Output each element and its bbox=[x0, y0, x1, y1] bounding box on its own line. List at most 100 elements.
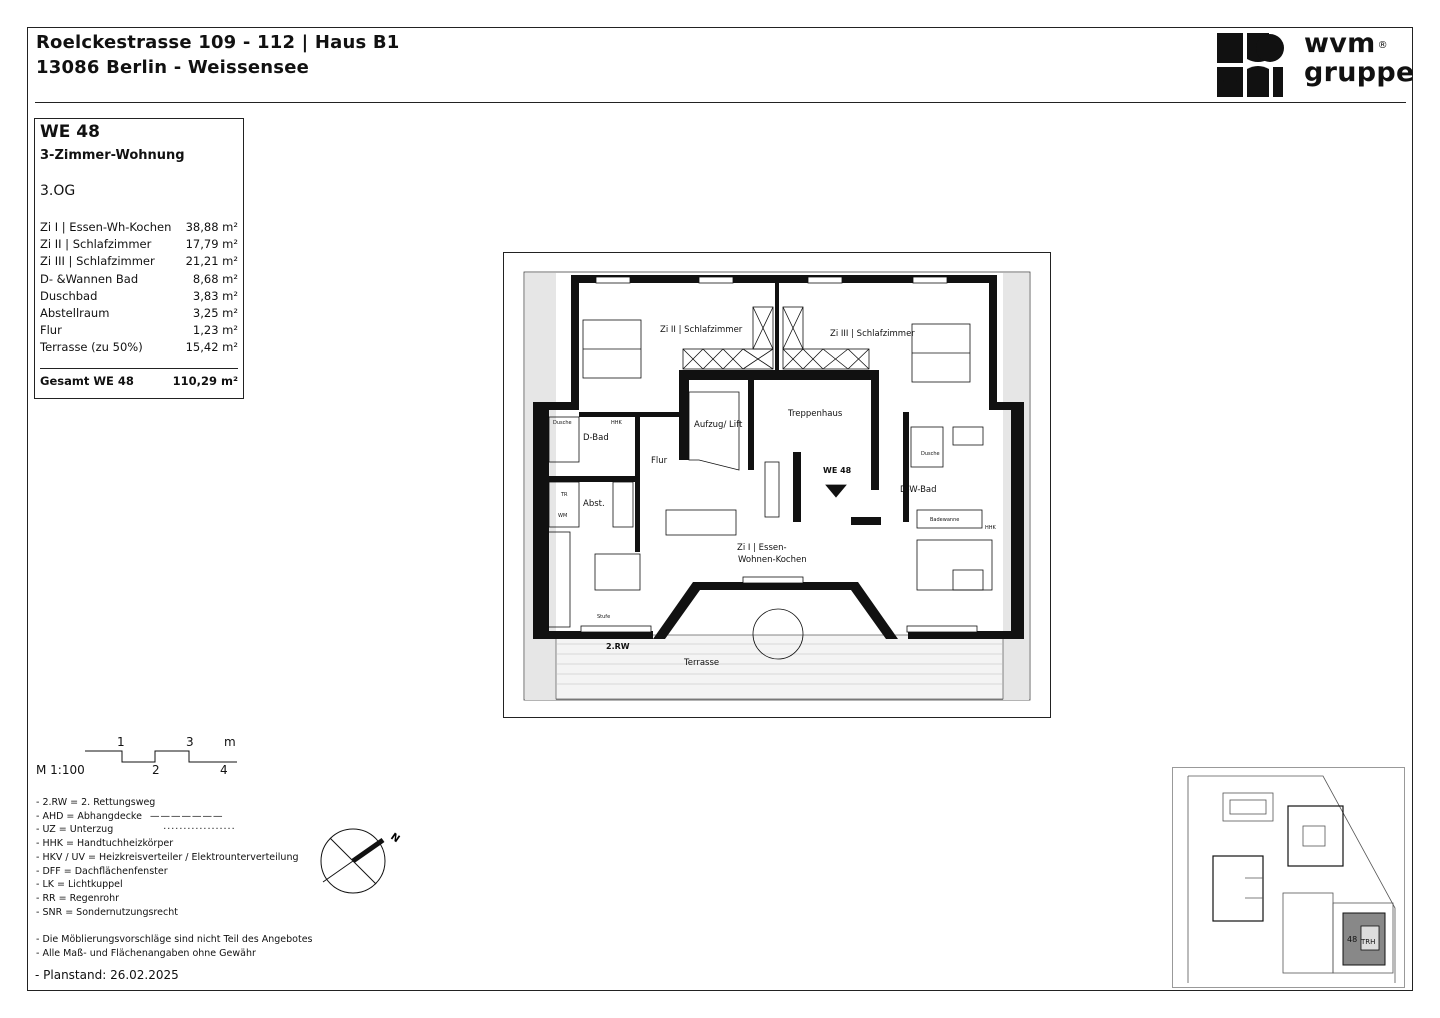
legend-item: - RR = Regenrohr bbox=[36, 892, 119, 904]
room-row: Duschbad 3,83 m² bbox=[40, 289, 238, 306]
room-name: Zi I | Essen-Wh-Kochen bbox=[40, 220, 172, 234]
room-area: 21,21 m² bbox=[185, 254, 238, 269]
legend: - 2.RW = 2. Rettungsweg - AHD = Abhangde… bbox=[36, 796, 299, 919]
address-line2: 13086 Berlin - Weissensee bbox=[36, 57, 310, 78]
room-row: Abstellraum 3,25 m² bbox=[40, 306, 238, 323]
legend-item: - LK = Lichtkuppel bbox=[36, 879, 123, 891]
room-area: 38,88 m² bbox=[185, 220, 238, 234]
unit-info-box: WE 48 3-Zimmer-Wohnung 3.OG Zi I | Essen… bbox=[34, 118, 244, 399]
room-name: Zi II | Schlafzimmer bbox=[40, 237, 152, 252]
room-row: Zi II | Schlafzimmer 17,79 m² bbox=[40, 237, 238, 254]
label-tr: TR bbox=[560, 492, 568, 498]
room-name: Duschbad bbox=[40, 288, 98, 303]
page-frame bbox=[27, 27, 1413, 991]
label-stufe: Stufe bbox=[597, 614, 610, 620]
label-terrasse: Terrasse bbox=[683, 658, 719, 668]
sofa bbox=[916, 539, 993, 591]
room-name: Abstellraum bbox=[40, 305, 110, 320]
label-rw: 2.RW bbox=[606, 642, 630, 651]
north-arrow-icon: N bbox=[320, 828, 401, 894]
shower-left bbox=[548, 416, 580, 463]
legend-item: - HHK = Handtuchheizkörper bbox=[36, 838, 174, 850]
header-divider bbox=[35, 102, 1406, 103]
label-flur: Flur bbox=[651, 456, 668, 466]
label-dwbad: D-W-Bad bbox=[900, 485, 937, 495]
scale-tick-3: 3 bbox=[186, 735, 194, 749]
scale-tick-1: 1 bbox=[117, 735, 125, 749]
legend-item: - HKV / UV = Heizkreisverteiler / Elektr… bbox=[36, 851, 299, 863]
unit-number: WE 48 bbox=[40, 122, 100, 142]
room-area: 15,42 m² bbox=[185, 340, 238, 355]
note-item: - Alle Maß- und Flächenangaben ohne Gewä… bbox=[36, 947, 256, 959]
label-zi3: Zi III | Schlafzimmer bbox=[830, 329, 915, 339]
side-table bbox=[952, 569, 984, 591]
scale-tick-2: 2 bbox=[152, 763, 160, 777]
lift bbox=[688, 391, 740, 471]
room-area: 3,25 m² bbox=[192, 305, 238, 320]
scale-unit: m bbox=[224, 735, 236, 749]
scale-label: M 1:100 bbox=[36, 763, 85, 777]
terrace-area bbox=[555, 634, 1004, 700]
notes: - Die Möblierungsvorschläge sind nicht T… bbox=[36, 933, 313, 960]
legend-item: - AHD = Abhangdecke——————— bbox=[36, 810, 224, 822]
floorplan-frame bbox=[503, 252, 1051, 718]
floorplan: Zi II | Schlafzimmer Zi III | Schlafzimm… bbox=[523, 271, 1031, 701]
terrace-table bbox=[752, 608, 804, 660]
legend-item: - DFF = Dachflächenfenster bbox=[36, 865, 168, 877]
address-block: Roelckestrasse 109 - 112 | Haus B1 13086… bbox=[36, 30, 400, 80]
room-area: 17,79 m² bbox=[185, 237, 238, 252]
logo-registered: ® bbox=[1377, 40, 1388, 51]
room-name: Zi III | Schlafzimmer bbox=[40, 254, 155, 269]
total-area: 110,29 m² bbox=[172, 374, 238, 388]
room-list: Zi I | Essen-Wh-Kochen 38,88 m² Zi II | S… bbox=[40, 220, 238, 358]
room-area: 1,23 m² bbox=[192, 323, 238, 338]
wardrobe-left-v bbox=[752, 306, 774, 350]
planstand: - Planstand: 26.02.2025 bbox=[35, 968, 179, 982]
walls bbox=[533, 275, 1024, 639]
label-abst: Abst. bbox=[583, 499, 605, 509]
wvm-logo bbox=[1217, 33, 1284, 97]
site-unit-label: 48 bbox=[1347, 935, 1357, 944]
wardrobe-right bbox=[782, 348, 870, 370]
room-row: Zi I | Essen-Wh-Kochen 38,88 m² bbox=[40, 220, 238, 237]
note-item: - Die Möblierungsvorschläge sind nicht T… bbox=[36, 934, 313, 945]
room-name: Terrasse (zu 50%) bbox=[40, 340, 143, 355]
site-stair-label: TRH bbox=[1360, 938, 1375, 946]
legend-item: - UZ = Unterzug·················· bbox=[36, 824, 236, 836]
room-area: 8,68 m² bbox=[192, 271, 238, 286]
label-we: WE 48 bbox=[823, 466, 852, 475]
counter bbox=[764, 461, 780, 518]
room-row: Flur 1,23 m² bbox=[40, 323, 238, 340]
legend-item: - 2.RW = 2. Rettungsweg bbox=[36, 797, 156, 808]
washbasin-right bbox=[952, 426, 984, 446]
unit-type: 3-Zimmer-Wohnung bbox=[40, 148, 185, 163]
logo-line1: wvm bbox=[1304, 28, 1376, 59]
label-hhk: HHK bbox=[611, 420, 623, 426]
address-line1: Roelckestrasse 109 - 112 | Haus B1 bbox=[36, 32, 400, 53]
label-wm: WM bbox=[558, 513, 567, 519]
wardrobe-left bbox=[682, 348, 774, 370]
room-row: Zi III | Schlafzimmer 21,21 m² bbox=[40, 254, 238, 271]
room-name: Flur bbox=[40, 323, 62, 338]
scale-tick-4: 4 bbox=[220, 763, 228, 777]
logo-wordmark: wvm® gruppe bbox=[1304, 29, 1415, 87]
plan-labels: Zi II | Schlafzimmer Zi III | Schlafzimm… bbox=[553, 325, 997, 668]
label-dbad: D-Bad bbox=[583, 433, 609, 443]
washing-machine bbox=[548, 481, 580, 528]
label-zi2: Zi II | Schlafzimmer bbox=[660, 325, 743, 335]
legend-item: - SNR = Sondernutzungsrecht bbox=[36, 906, 178, 918]
room-area: 3,83 m² bbox=[192, 288, 238, 303]
storage-shelf bbox=[612, 481, 634, 528]
site-plan: 48 TRH bbox=[1172, 767, 1405, 988]
total-label: Gesamt WE 48 bbox=[40, 374, 134, 388]
total-divider bbox=[40, 368, 238, 369]
label-dusche: Dusche bbox=[553, 420, 572, 426]
entry-arrow bbox=[825, 484, 847, 498]
wardrobe-right-v bbox=[782, 306, 804, 350]
kitchen-island bbox=[594, 553, 641, 591]
label-lift: Aufzug/ Lift bbox=[694, 420, 743, 430]
logo-line2: gruppe bbox=[1304, 57, 1415, 88]
label-dusche2: Dusche bbox=[921, 451, 940, 457]
label-hhk2: HHK bbox=[985, 525, 997, 531]
